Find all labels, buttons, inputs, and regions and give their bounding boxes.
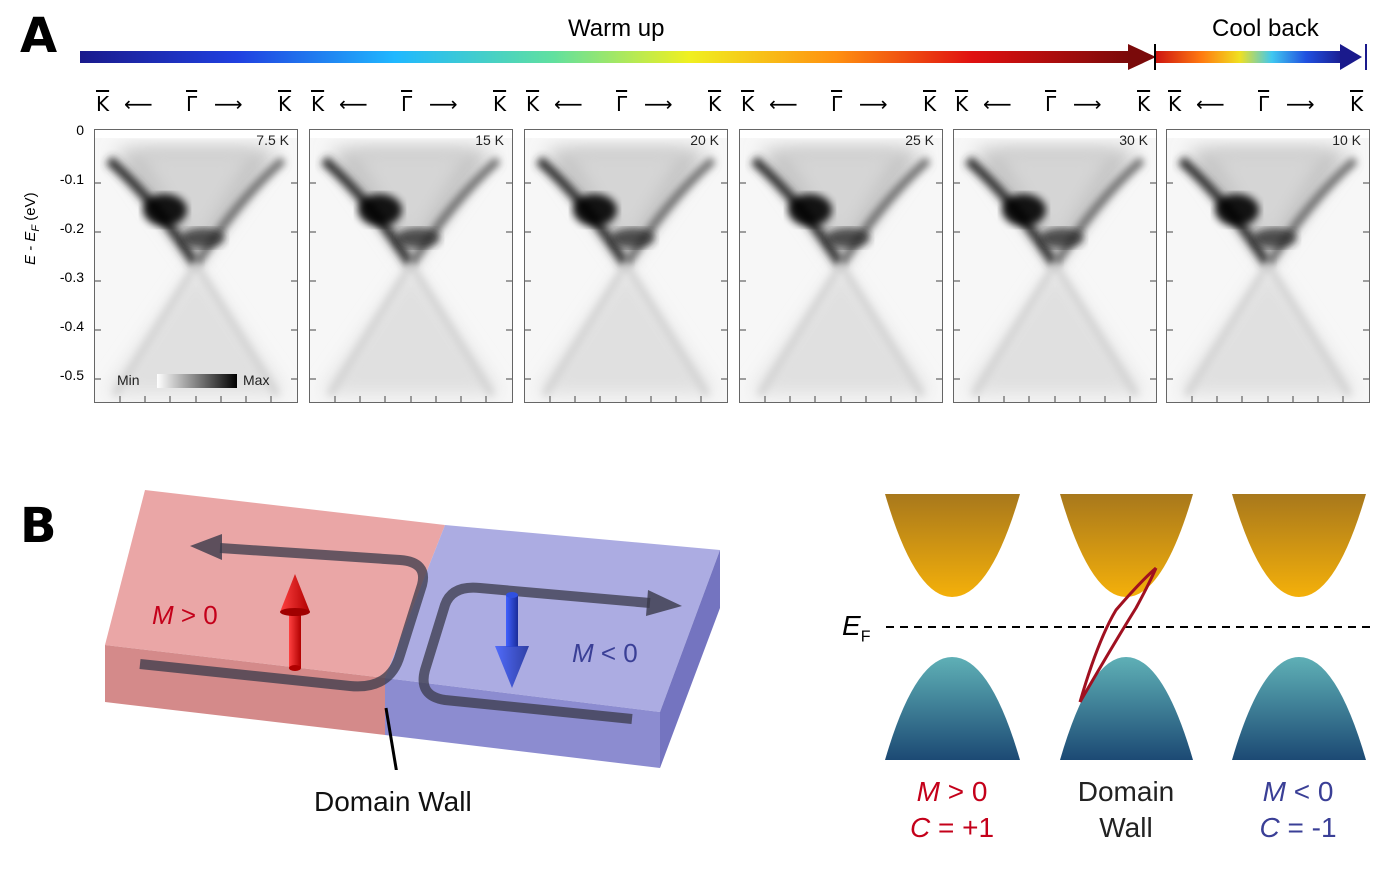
warm-up-label: Warm up	[568, 15, 665, 42]
temperature-label: 7.5 K	[256, 132, 289, 148]
colorbar-max-label: Max	[243, 372, 270, 388]
red-domain-top	[105, 490, 445, 678]
gamma-label: Γ	[831, 92, 843, 116]
arpes-panel-2: 15 K	[309, 129, 513, 403]
arrow-right-icon: ⟶	[429, 92, 458, 116]
arrow-left-icon: ⟵	[769, 92, 798, 116]
arpes-panel-1: 7.5 K Min Max	[94, 129, 298, 403]
caption-middle: Domain Wall	[1077, 776, 1175, 843]
k-right-label: K	[1350, 92, 1364, 116]
edge-current-path	[139, 543, 651, 724]
valence-band-left	[885, 657, 1020, 760]
y-tick-3: -0.3	[59, 269, 84, 285]
k-right-label: K	[1137, 92, 1151, 116]
k-left-label: K	[955, 92, 969, 116]
arpes-panel-6: 10 K	[1166, 129, 1370, 403]
y-axis-label-main: E - E	[22, 231, 39, 265]
conduction-band-left	[885, 494, 1020, 597]
y-tick-2: -0.2	[59, 220, 84, 236]
domain-slab-illustration	[105, 490, 720, 770]
cool-back-label: Cool back	[1212, 15, 1319, 42]
conduction-band-right	[1232, 494, 1366, 597]
y-tick-0: 0	[76, 122, 84, 138]
arrow-right-icon: ⟶	[644, 92, 673, 116]
chiral-edge-state-1	[1078, 566, 1157, 703]
y-tick-4: -0.4	[59, 318, 84, 334]
valence-band-right	[1232, 657, 1366, 760]
m-positive-label: M > 0	[152, 600, 218, 630]
k-right-label: K	[708, 92, 722, 116]
arpes-panel-4: 25 K	[739, 129, 943, 403]
edge-arrow-left-icon	[190, 534, 222, 560]
k-left-label: K	[526, 92, 540, 116]
edge-arrow-right-icon	[646, 590, 682, 616]
colorbar	[157, 374, 237, 388]
magnetization-up-icon	[280, 574, 310, 671]
arrow-left-icon: ⟵	[554, 92, 583, 116]
panel-b-label: B	[20, 498, 57, 554]
kpath-3: K ⟵ Γ ⟶ K	[524, 92, 726, 116]
temperature-label: 15 K	[475, 132, 504, 148]
warm-up-arrow	[80, 44, 1156, 70]
conduction-band-middle	[1060, 494, 1193, 597]
gamma-label: Γ	[186, 92, 198, 116]
caption-left: M > 0 C = +1	[909, 776, 995, 843]
arrow-right-icon: ⟶	[214, 92, 243, 116]
chiral-edge-state-2	[1078, 567, 1158, 703]
arrow-right-icon: ⟶	[1286, 92, 1315, 116]
k-left-label: K	[311, 92, 325, 116]
caption-right: M < 0 C = -1	[1259, 776, 1337, 843]
arrow-right-icon: ⟶	[1073, 92, 1102, 116]
k-left-label: K	[96, 92, 110, 116]
y-tick-5: -0.5	[59, 367, 84, 383]
y-tick-1: -0.1	[59, 171, 84, 187]
domain-wall-label: Domain Wall	[314, 786, 472, 817]
arpes-panel-5: 30 K	[953, 129, 1157, 403]
k-left-label: K	[741, 92, 755, 116]
arrow-left-icon: ⟵	[1196, 92, 1225, 116]
kpath-1: K ⟵ Γ ⟶ K	[94, 92, 296, 116]
kpath-5: K ⟵ Γ ⟶ K	[953, 92, 1155, 116]
arpes-image	[310, 130, 512, 402]
valence-band-middle	[1060, 657, 1193, 760]
arrow-left-icon: ⟵	[983, 92, 1012, 116]
arpes-image	[525, 130, 727, 402]
band-diagram	[885, 494, 1376, 760]
cool-back-arrow	[1154, 44, 1367, 70]
m-negative-label: M < 0	[572, 638, 638, 668]
gamma-label: Γ	[1045, 92, 1057, 116]
colorbar-min-label: Min	[117, 372, 140, 388]
arpes-image	[1167, 130, 1369, 402]
arrow-left-icon: ⟵	[124, 92, 153, 116]
domain-wall-pointer	[384, 707, 398, 770]
blue-domain-side	[660, 550, 720, 768]
arpes-image	[740, 130, 942, 402]
arrow-left-icon: ⟵	[339, 92, 368, 116]
panel-a-label: A	[20, 8, 58, 64]
temperature-label: 10 K	[1332, 132, 1361, 148]
gamma-label: Γ	[616, 92, 628, 116]
gamma-label: Γ	[401, 92, 413, 116]
k-right-label: K	[923, 92, 937, 116]
magnetization-down-icon	[495, 592, 529, 688]
arpes-image	[95, 130, 297, 402]
kpath-6: K ⟵ Γ ⟶ K	[1166, 92, 1368, 116]
gamma-label: Γ	[1258, 92, 1270, 116]
arrow-right-icon: ⟶	[859, 92, 888, 116]
temperature-label: 25 K	[905, 132, 934, 148]
temperature-label: 30 K	[1119, 132, 1148, 148]
kpath-4: K ⟵ Γ ⟶ K	[739, 92, 941, 116]
k-right-label: K	[493, 92, 507, 116]
k-left-label: K	[1168, 92, 1182, 116]
arpes-image	[954, 130, 1156, 402]
temperature-label: 20 K	[690, 132, 719, 148]
k-right-label: K	[278, 92, 292, 116]
blue-domain-top	[385, 525, 720, 712]
kpath-2: K ⟵ Γ ⟶ K	[309, 92, 511, 116]
arpes-panel-3: 20 K	[524, 129, 728, 403]
fermi-level-label: EF	[842, 610, 871, 646]
